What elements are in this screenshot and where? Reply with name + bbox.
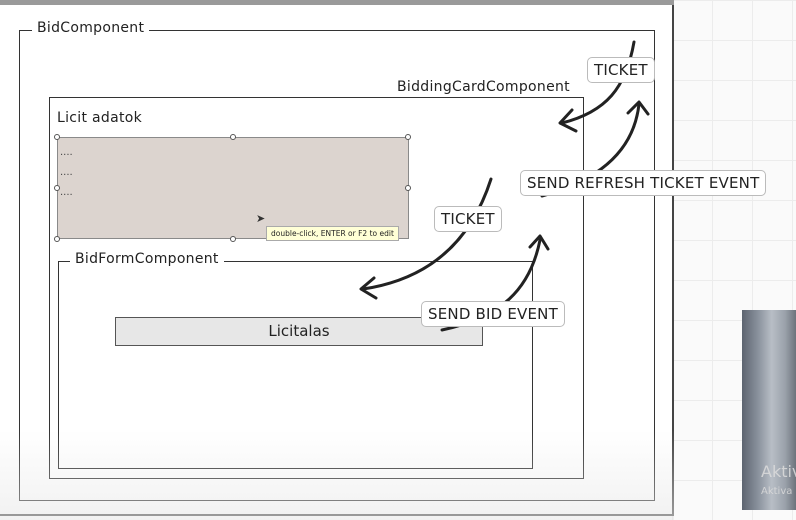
edit-hint-tooltip: double-click, ENTER or F2 to edit <box>266 226 399 241</box>
ticket-label-upper: TICKET <box>587 57 655 83</box>
send-refresh-ticket-event-label: SEND REFRESH TICKET EVENT <box>520 170 767 196</box>
ticket-arrow-upper-head <box>558 108 578 133</box>
ticket-arrow-lower <box>361 177 493 291</box>
bid-data-line-3: .... <box>60 187 73 198</box>
resize-handle-tr[interactable] <box>405 134 411 140</box>
resize-handle-bm[interactable] <box>230 236 236 242</box>
canvas-grid-background <box>672 0 796 520</box>
resize-handle-bl[interactable] <box>54 236 60 242</box>
mouse-cursor-icon: ➤ <box>256 212 266 225</box>
bid-form-component-label: BidFormComponent <box>70 251 224 267</box>
webcam-overlay <box>742 310 796 510</box>
bid-data-title: Licit adatok <box>57 110 143 126</box>
bottom-fade-overlay <box>0 430 674 520</box>
bid-data-line-2: .... <box>60 167 73 178</box>
ticket-label-lower: TICKET <box>434 206 502 232</box>
resize-handle-mr[interactable] <box>405 185 411 191</box>
resize-handle-tl[interactable] <box>54 134 60 140</box>
bid-component-label: BidComponent <box>32 20 150 36</box>
send-bid-arrow-head <box>528 234 550 251</box>
resize-handle-ml[interactable] <box>54 185 60 191</box>
top-toolbar-strip <box>0 0 674 5</box>
bidding-card-component-label: BiddingCardComponent <box>397 79 570 95</box>
activation-watermark-line-1: Aktiv <box>761 462 796 481</box>
send-bid-event-label: SEND BID EVENT <box>421 301 565 327</box>
ticket-arrow-lower-head <box>359 276 378 300</box>
resize-handle-tm[interactable] <box>230 134 236 140</box>
ticket-arrow-upper <box>560 40 636 125</box>
activation-watermark-line-2: Aktiva <box>761 486 793 497</box>
refresh-ticket-arrow-head <box>626 100 650 116</box>
bid-data-line-1: .... <box>60 147 73 158</box>
